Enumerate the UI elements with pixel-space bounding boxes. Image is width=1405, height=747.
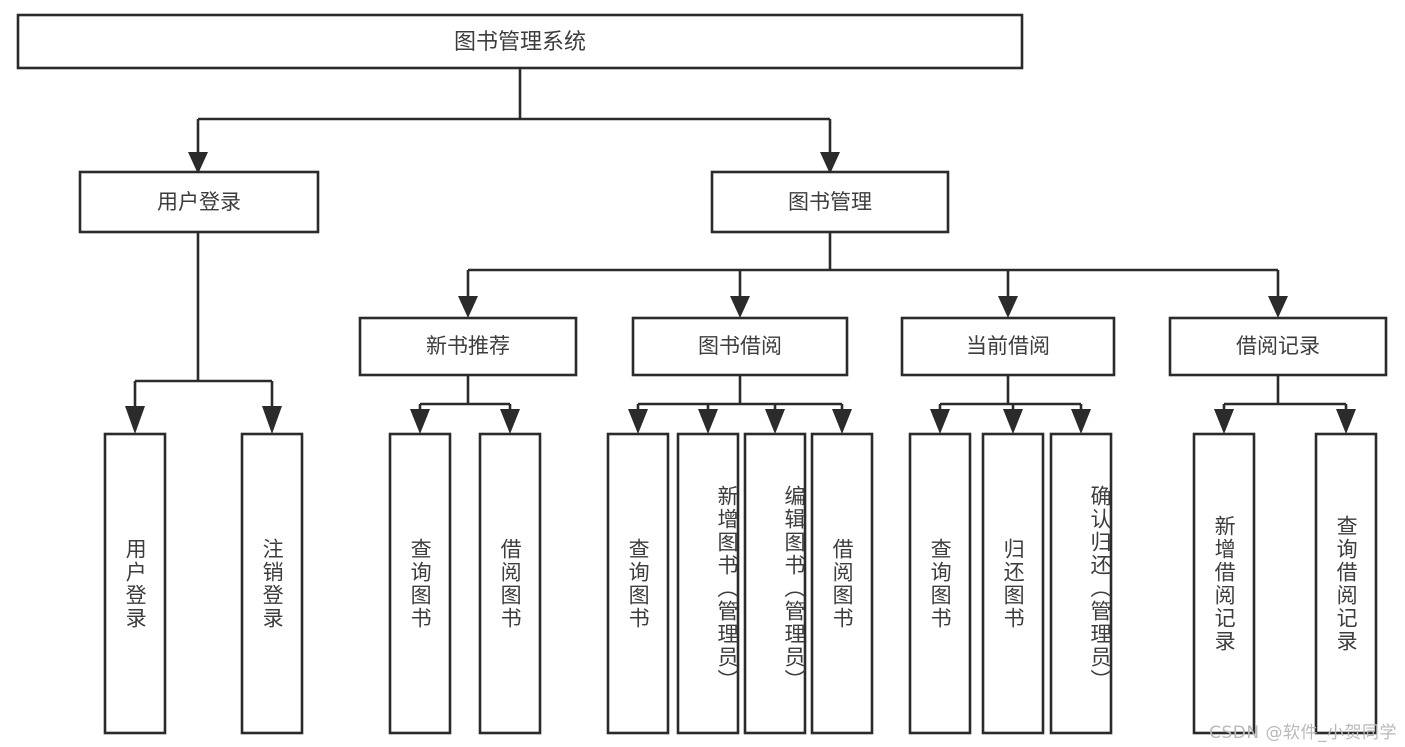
arrow-to-borrow-record	[1268, 296, 1288, 318]
node-leaf-query-book-3[interactable]	[908, 432, 972, 735]
node-new-book-rec[interactable]	[358, 316, 578, 377]
arrow-to-book-manage	[820, 152, 840, 174]
arrow-to-leaf-user-login	[125, 406, 145, 434]
arrow-to-user-login	[188, 152, 208, 174]
node-leaf-edit-book-admin[interactable]	[743, 432, 807, 735]
node-layer	[16, 13, 1388, 735]
node-leaf-query-book-1[interactable]	[388, 432, 452, 735]
node-leaf-confirm-return-admin[interactable]	[1049, 432, 1113, 735]
node-label-current-borrow: 当前借阅	[966, 334, 1050, 358]
node-leaf-query-book-2[interactable]	[606, 432, 670, 735]
arrow-to-leaf-borrow-book-1	[500, 409, 520, 434]
node-leaf-logout[interactable]	[240, 432, 304, 735]
node-book-manage[interactable]	[710, 170, 950, 234]
node-label-new-book-rec: 新书推荐	[426, 334, 510, 358]
node-label-user-login: 用户登录	[157, 190, 241, 214]
node-leaf-query-record[interactable]	[1314, 432, 1378, 735]
arrow-to-leaf-query-book-3	[930, 409, 950, 434]
arrow-to-leaf-query-book-1	[410, 409, 430, 434]
arrow-to-current-borrow	[998, 296, 1018, 318]
node-current-borrow[interactable]	[900, 316, 1116, 377]
node-label-root: 图书管理系统	[454, 30, 586, 55]
watermark-text: CSDN @软件_小贺同学	[1209, 723, 1397, 743]
arrow-to-leaf-logout	[262, 406, 282, 434]
arrow-to-new-book-rec	[458, 296, 478, 318]
node-leaf-add-book-admin[interactable]	[676, 432, 740, 735]
arrow-to-leaf-add-record	[1214, 409, 1234, 434]
node-leaf-borrow-book-2[interactable]	[810, 432, 874, 735]
node-label-book-borrow: 图书借阅	[698, 334, 782, 358]
node-leaf-add-record[interactable]	[1192, 432, 1256, 735]
arrow-to-leaf-edit-book	[765, 409, 785, 434]
arrow-to-leaf-query-record	[1336, 409, 1356, 434]
arrow-to-leaf-query-book-2	[628, 409, 648, 434]
connector-layer	[125, 68, 1356, 434]
node-leaf-return-book[interactable]	[981, 432, 1045, 735]
node-leaf-borrow-book-1[interactable]	[478, 432, 542, 735]
node-root[interactable]	[16, 13, 1024, 70]
arrow-to-book-borrow	[730, 296, 750, 318]
arrow-to-leaf-return-book	[1003, 409, 1023, 434]
arrow-to-leaf-add-book	[698, 409, 718, 434]
node-label-borrow-record: 借阅记录	[1236, 334, 1320, 358]
arrow-to-leaf-confirm-return	[1071, 409, 1091, 434]
node-book-borrow[interactable]	[631, 316, 849, 377]
label-layer: 图书管理系统 用户登录 图书管理 新书推荐 图书借阅 当前借阅 借阅记录	[157, 30, 1320, 358]
node-user-login[interactable]	[78, 170, 320, 234]
node-leaf-user-login[interactable]	[103, 432, 167, 735]
node-label-book-manage: 图书管理	[788, 190, 872, 214]
arrow-to-leaf-borrow-book-2	[832, 409, 852, 434]
node-borrow-record[interactable]	[1168, 316, 1388, 377]
